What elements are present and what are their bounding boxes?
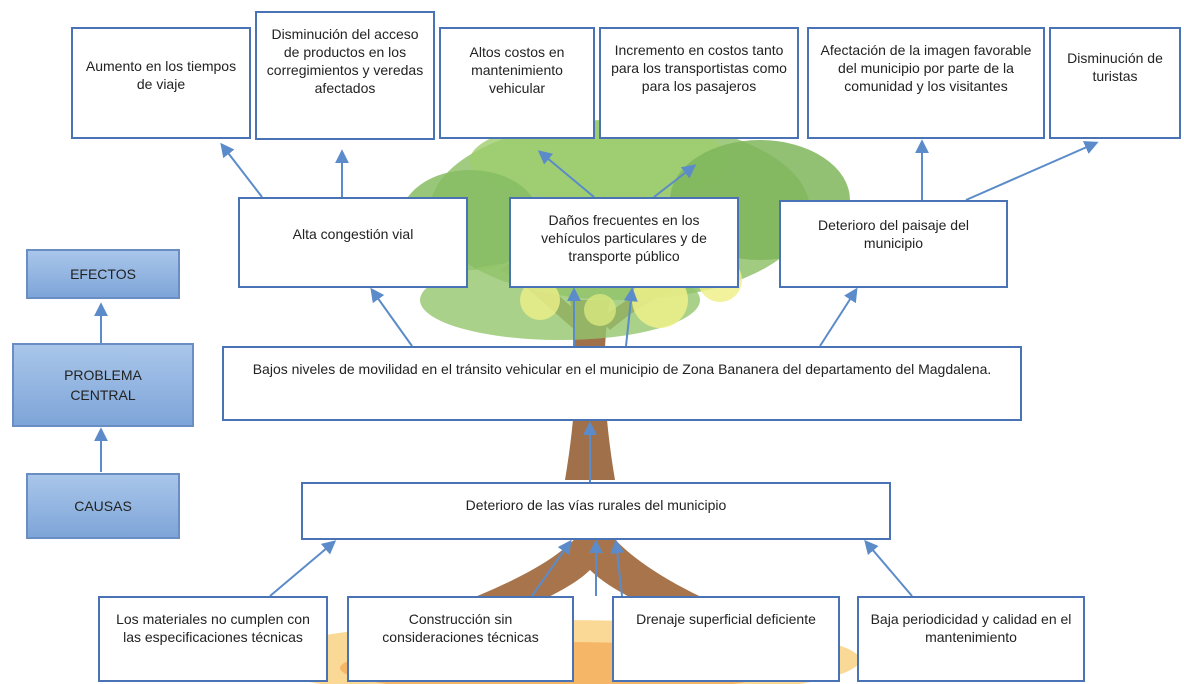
legend-efectos: EFECTOS	[26, 249, 180, 299]
effect-label: Alta congestión vial	[292, 226, 414, 242]
arrow-landscape-to-tourists	[965, 141, 1099, 201]
effect-fewer-tourists: Disminución de turistas	[1049, 27, 1181, 139]
cause-maintenance: Baja periodicidad y calidad en el manten…	[857, 596, 1085, 682]
arrow-damage-to-costs	[653, 164, 697, 198]
cause-materials: Los materiales no cumplen con las especi…	[98, 596, 328, 682]
cause-label: Los materiales no cumplen con las especi…	[116, 611, 310, 645]
arrow-problem-to-congestion	[370, 287, 413, 347]
cause-label: Deterioro de las vías rurales del munici…	[465, 497, 727, 513]
legend-causas-label: CAUSAS	[74, 498, 132, 514]
effect-vehicle-damage: Daños frecuentes en los vehículos partic…	[509, 197, 739, 288]
effect-label: Aumento en los tiempos de viaje	[85, 58, 237, 92]
effect-municipal-image: Afectación de la imagen favorable del mu…	[807, 27, 1045, 139]
arrow-construction-to-roads	[531, 539, 572, 597]
effect-label: Disminución de turistas	[1067, 50, 1163, 84]
effect-transport-costs: Incremento en costos tanto para los tran…	[599, 27, 799, 139]
effect-label: Daños frecuentes en los vehículos partic…	[541, 212, 707, 264]
legend-efectos-label: EFECTOS	[70, 266, 136, 282]
cause-label: Baja periodicidad y calidad en el manten…	[870, 611, 1072, 645]
legend-problema-central: PROBLEMA CENTRAL	[12, 343, 194, 427]
effect-label: Deterioro del paisaje del municipio	[818, 217, 969, 251]
fruit-highlight	[520, 280, 560, 320]
effect-label: Incremento en costos tanto para los tran…	[611, 42, 787, 94]
cause-drainage: Drenaje superficial deficiente	[612, 596, 840, 682]
legend-causas: CAUSAS	[26, 473, 180, 539]
arrow-drainage-to-roads	[610, 539, 625, 597]
foliage-top	[470, 120, 730, 200]
cause-label: Construcción sin consideraciones técnica…	[382, 611, 539, 645]
effect-travel-time: Aumento en los tiempos de viaje	[71, 27, 251, 139]
arrow-materials-to-roads	[269, 540, 337, 597]
effect-landscape-deterioration: Deterioro del paisaje del municipio	[779, 200, 1008, 288]
cause-construction: Construcción sin consideraciones técnica…	[347, 596, 574, 682]
central-problem: Bajos niveles de movilidad en el tránsit…	[222, 346, 1022, 421]
arrow-congestion-to-time	[220, 142, 263, 198]
effect-maintenance-costs: Altos costos en mantenimiento vehicular	[439, 27, 595, 139]
fruit-highlight	[584, 294, 616, 326]
arrow-maintenance-to-roads	[864, 539, 913, 597]
central-problem-label: Bajos niveles de movilidad en el tránsit…	[252, 361, 992, 377]
cause-label: Drenaje superficial deficiente	[636, 611, 816, 627]
arrow-damage-to-maintenance	[537, 150, 595, 198]
effect-label: Afectación de la imagen favorable del mu…	[820, 42, 1032, 94]
effect-product-access: Disminución del acceso de productos en l…	[255, 11, 435, 140]
legend-problema-label: PROBLEMA CENTRAL	[64, 367, 142, 403]
effect-traffic-congestion: Alta congestión vial	[238, 197, 468, 288]
effect-label: Disminución del acceso de productos en l…	[266, 26, 424, 96]
arrow-problem-to-damage	[623, 287, 638, 347]
arrow-problem-to-landscape	[819, 287, 858, 347]
cause-rural-roads: Deterioro de las vías rurales del munici…	[301, 482, 891, 540]
effect-label: Altos costos en mantenimiento vehicular	[469, 44, 565, 96]
